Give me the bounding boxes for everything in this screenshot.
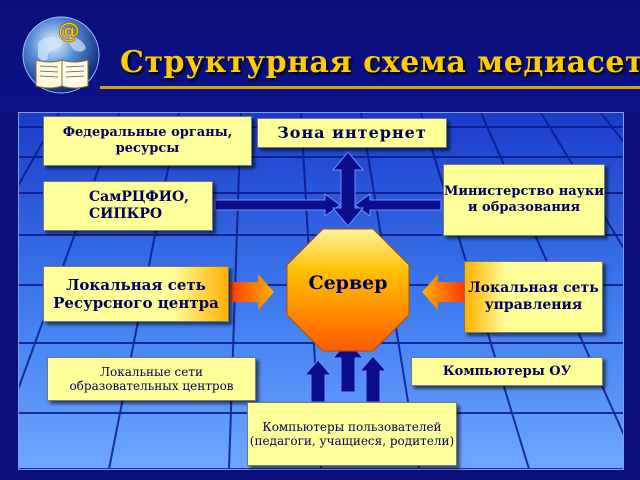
node-local-resource: Локальная сеть Ресурсного центра — [43, 266, 229, 322]
node-local-management: Локальная сеть управления — [464, 261, 603, 333]
arrow-samrcfio-to-center — [214, 193, 341, 217]
node-computers-ou-label: Компьютеры ОУ — [442, 363, 572, 379]
node-samrcfio-label: СамРЦФИО, СИПКРО — [89, 189, 190, 222]
slide-title: Структурная схема медиасети — [120, 45, 640, 80]
node-user-computers-label: Компьютеры пользователей (педагоги, учащ… — [249, 419, 455, 448]
node-local-edu: Локальные сети образовательных центров — [47, 357, 256, 401]
arrow-local-resource-to-server — [230, 274, 274, 310]
node-federal: Федеральные органы, ресурсы — [43, 116, 252, 166]
arrow-ministry-to-center — [354, 193, 442, 217]
server-octagon — [286, 228, 410, 352]
arrow-users-to-server-left — [303, 359, 333, 403]
node-user-computers: Компьютеры пользователей (педагоги, учащ… — [247, 402, 457, 466]
arrow-users-to-server-center — [331, 340, 365, 393]
node-local-management-label: Локальная сеть управления — [468, 280, 599, 313]
node-local-edu-label: Локальные сети образовательных центров — [69, 364, 234, 393]
node-ministry-label: Министерство науки и образования — [444, 184, 605, 215]
node-ministry: Министерство науки и образования — [443, 164, 605, 236]
arrow-local-management-to-server — [422, 274, 464, 310]
node-federal-label: Федеральные органы, ресурсы — [62, 125, 233, 156]
node-samrcfio: СамРЦФИО, СИПКРО — [43, 181, 213, 231]
header-band — [0, 0, 640, 112]
node-local-resource-label: Локальная сеть Ресурсного центра — [53, 276, 219, 312]
arrow-users-to-server-right — [358, 355, 388, 403]
node-internet-label: Зона интернет — [277, 123, 427, 143]
node-internet: Зона интернет — [257, 118, 447, 148]
at-glyph: @ — [58, 19, 80, 44]
title-underline — [100, 86, 640, 89]
arrow-internet-server-bidirectional — [331, 151, 365, 227]
node-computers-ou: Компьютеры ОУ — [411, 357, 603, 386]
server-label: Сервер — [308, 272, 388, 294]
globe-book-at-icon: @ — [18, 8, 104, 98]
